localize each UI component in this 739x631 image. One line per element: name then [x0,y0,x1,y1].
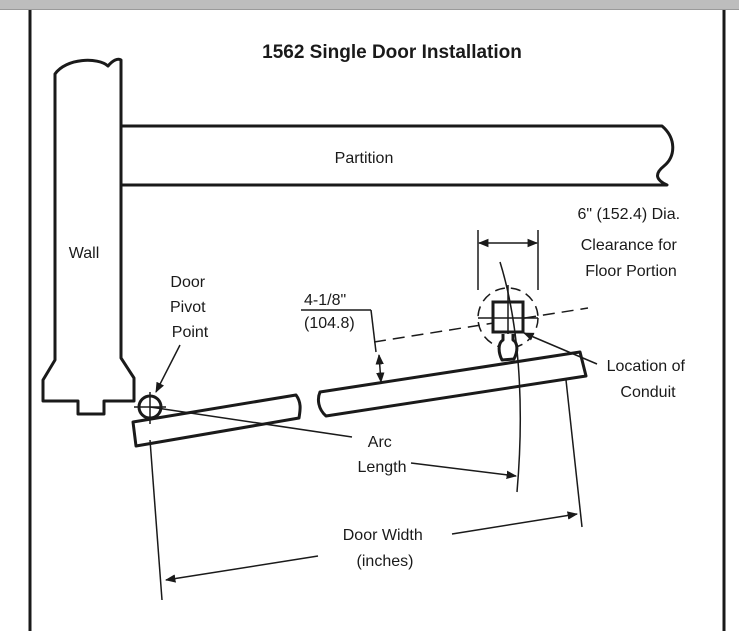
swing-arc [499,261,521,493]
arc-radius-line [149,406,353,438]
wall-label: Wall [69,245,100,262]
door-width-arrow-right [451,511,579,535]
door-width-arrow-left [164,555,319,583]
conduit-label: Location of Conduit [607,358,690,401]
diagram-title: 1562 Single Door Installation [262,42,522,63]
wall [41,57,136,416]
arc-leader [410,462,518,480]
clearance-label: 6" (152.4) Dia. Clearance for Floor Port… [577,206,684,280]
door-width-label: Door Width (inches) [343,527,427,570]
partition-label: Partition [335,150,394,167]
partition [118,124,675,187]
door-left-segment [131,393,302,448]
pivot-label: Door Pivot Point [170,274,210,341]
door-right-segment [316,350,588,418]
conduit-stem [497,334,519,362]
pivot-leader [155,344,181,393]
door-centerline [373,307,589,343]
arc-label: Arc Length [358,434,407,476]
offset-arrow [375,353,385,384]
offset-label: 4-1/8" (104.8) [304,292,355,332]
conduit-leader [523,332,598,365]
